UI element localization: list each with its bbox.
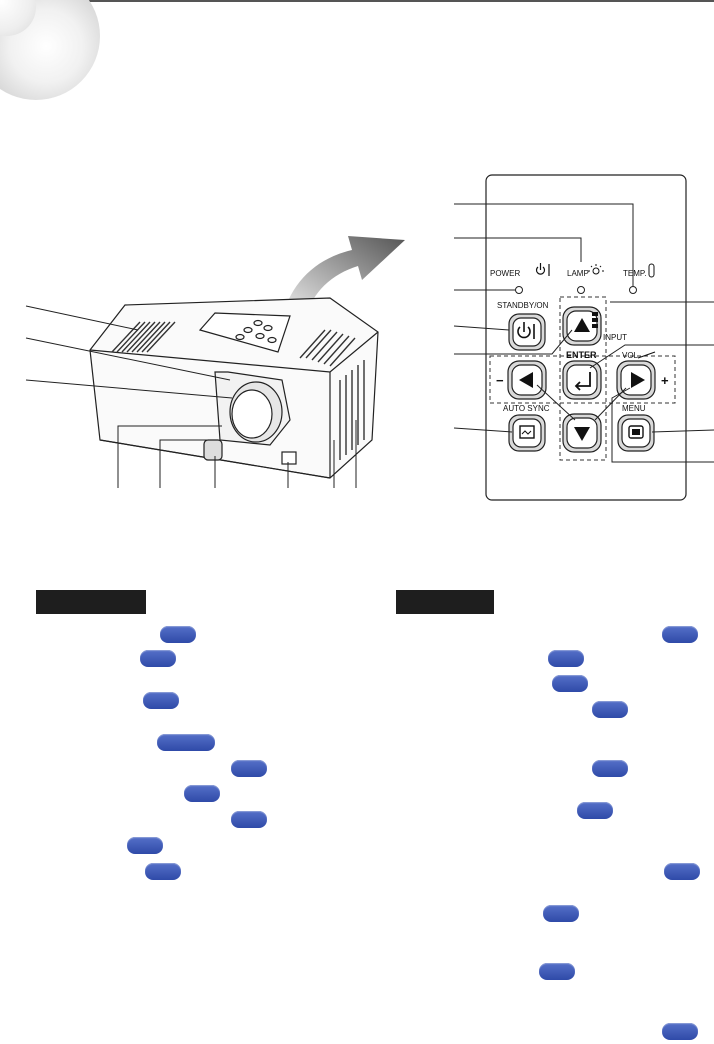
vent-grilles xyxy=(111,321,365,460)
temp-label: TEMP. xyxy=(623,269,646,278)
input-label: INPUT xyxy=(603,333,627,342)
control-panel: POWER LAMP TEMP. STANDBY/ON INPUT ENTER … xyxy=(485,174,687,501)
top-rule xyxy=(0,0,714,2)
section-header-left xyxy=(36,590,146,614)
autosync-label: AUTO SYNC xyxy=(503,404,550,413)
page-ref-badge[interactable] xyxy=(539,963,575,980)
section-header-right xyxy=(396,590,494,614)
menu-label: MENU xyxy=(622,404,646,413)
page-ref-badge[interactable] xyxy=(184,785,220,802)
left-arrow-icon xyxy=(519,372,533,388)
autosync-icon xyxy=(519,425,535,439)
panel-leader-lines xyxy=(453,203,714,463)
thermometer-icon xyxy=(648,263,655,278)
lamp-icon xyxy=(588,264,604,275)
page-ref-badge[interactable] xyxy=(145,863,181,880)
page-ref-badge[interactable] xyxy=(140,650,176,667)
down-arrow-icon xyxy=(574,427,590,441)
up-arrow-icon xyxy=(574,318,590,332)
minus-label: − xyxy=(496,373,504,388)
right-arrow-icon xyxy=(631,372,645,388)
menu-icon xyxy=(628,425,644,439)
power-icon xyxy=(517,322,535,339)
page-ref-badge[interactable] xyxy=(548,650,584,667)
projector-body xyxy=(89,297,379,479)
page-ref-badge[interactable] xyxy=(552,675,588,692)
page-ref-badge[interactable] xyxy=(543,905,579,922)
page-ref-badge[interactable] xyxy=(662,1023,698,1040)
page-ref-badge[interactable] xyxy=(231,811,267,828)
page-ref-badge[interactable] xyxy=(160,626,196,643)
power-label: POWER xyxy=(490,269,520,278)
enter-label: ENTER xyxy=(566,350,597,360)
page-ref-badge[interactable] xyxy=(592,760,628,777)
power-small-icon xyxy=(535,263,550,276)
lamp-label: LAMP xyxy=(567,269,589,278)
plus-label: + xyxy=(661,373,669,388)
vol-label: VOL xyxy=(622,351,639,360)
page-ref-badge[interactable] xyxy=(664,863,700,880)
page-ref-badge[interactable] xyxy=(143,692,179,709)
page-ref-badge[interactable] xyxy=(577,802,613,819)
page-ref-badge[interactable] xyxy=(231,760,267,777)
input-icon xyxy=(592,312,598,328)
page-ref-badge[interactable] xyxy=(592,701,628,718)
page-ref-badge[interactable] xyxy=(157,734,215,751)
projector-leader-lines xyxy=(25,305,357,488)
page-ref-badge[interactable] xyxy=(662,626,698,643)
curved-arrow-icon xyxy=(282,236,405,318)
enter-icon xyxy=(574,372,591,391)
page-ref-badge[interactable] xyxy=(127,837,163,854)
standby-label: STANDBY/ON xyxy=(497,301,549,310)
projector-figure: POWER LAMP TEMP. STANDBY/ON INPUT ENTER … xyxy=(25,174,714,501)
